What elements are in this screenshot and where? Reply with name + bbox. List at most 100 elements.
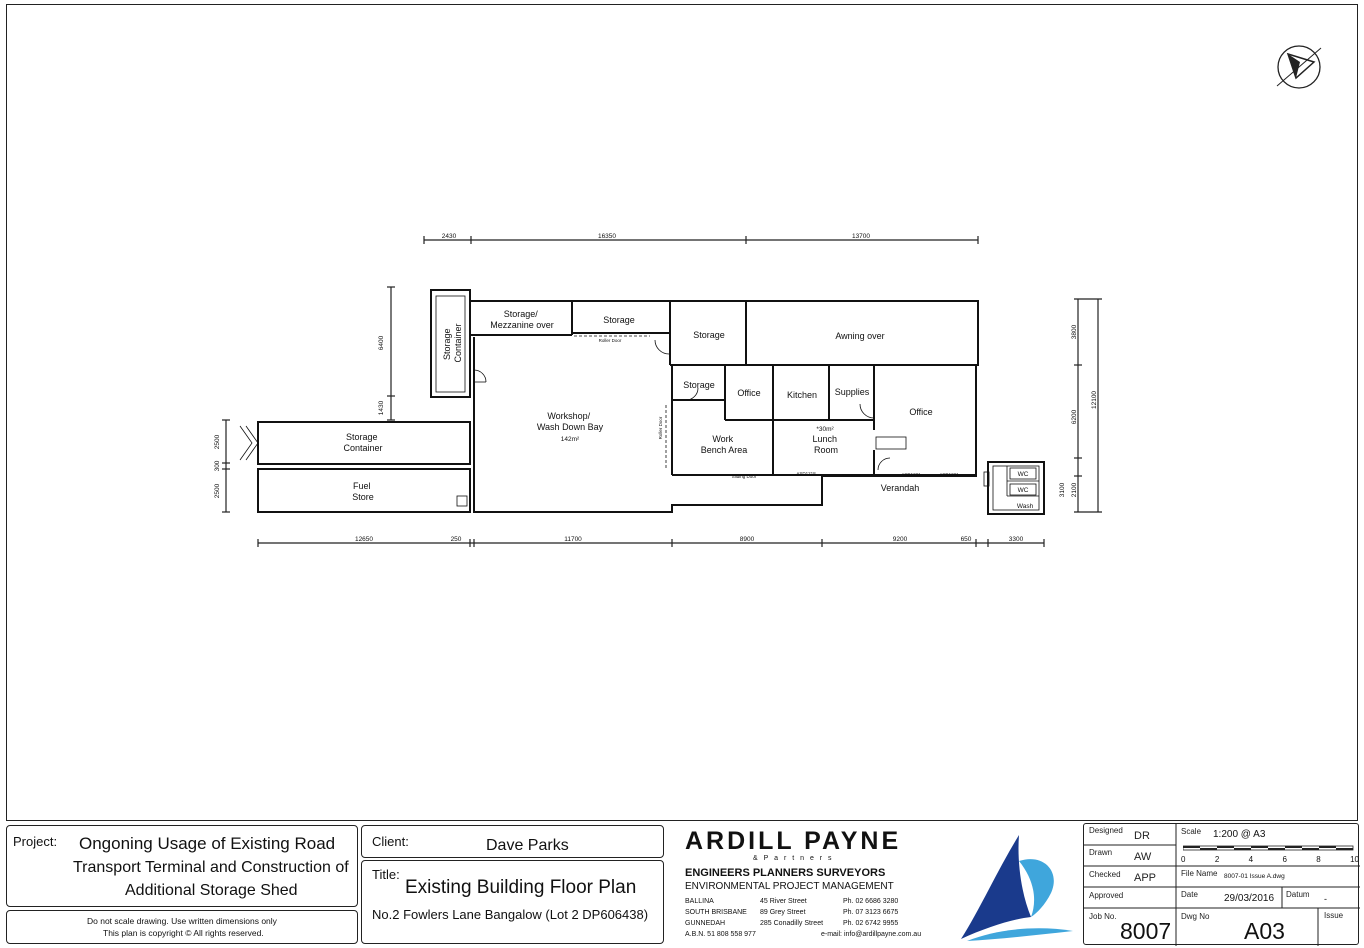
company-name: ARDILL PAYNE xyxy=(685,827,902,855)
company-email: e-mail: info@ardillpayne.com.au xyxy=(821,931,922,938)
offices-list: BALLINA 45 River Street Ph. 02 6686 3280… xyxy=(685,896,921,940)
asd-label-4: ASD1221 xyxy=(939,472,959,477)
dim-right-4: 3100 xyxy=(1059,482,1066,497)
dim-bottom-4: 8900 xyxy=(740,536,755,543)
dim-bottom-3: 11700 xyxy=(564,536,582,543)
client-name: Dave Parks xyxy=(486,837,569,854)
office-row: BALLINA 45 River Street Ph. 02 6686 3280 xyxy=(685,896,921,907)
office-phone: Ph. 07 3123 6675 xyxy=(843,909,899,916)
dim-right-3: 12100 xyxy=(1091,391,1098,409)
office-town: SOUTH BRISBANE xyxy=(685,909,747,916)
disclaimer-line-1: Do not scale drawing. Use written dimens… xyxy=(87,916,277,926)
work-bench-label: Work Bench Area xyxy=(701,434,748,455)
kitchen-label: Kitchen xyxy=(787,390,817,400)
storage-container-h-label: Storage Container xyxy=(343,432,382,453)
office-street: 285 Conadilly Street xyxy=(760,920,824,927)
sail-logo-icon xyxy=(961,835,1073,941)
office-row: SOUTH BRISBANE 89 Grey Street Ph. 07 312… xyxy=(685,907,921,918)
datum-value: - xyxy=(1324,894,1327,904)
scale-ticks: 0 2 4 6 8 10 xyxy=(1181,855,1359,864)
roller-door-label: Roller Door xyxy=(599,338,622,343)
asd-label-3: ASD1221 xyxy=(901,472,921,477)
dim-right-5: 2100 xyxy=(1071,482,1078,497)
sliding-door-label: Sliding Door xyxy=(732,474,757,479)
fuel-store-label: Fuel Store xyxy=(352,481,374,502)
wc-2-label: WC xyxy=(1018,487,1029,494)
dim-top-2: 16350 xyxy=(598,233,616,240)
office-street: 89 Grey Street xyxy=(760,909,806,916)
disclaimer-box: Do not scale drawing. Use written dimens… xyxy=(6,910,358,944)
dim-top-3: 13700 xyxy=(852,233,870,240)
checked-value: APP xyxy=(1134,872,1157,884)
floor-plan: Storage Container Storage/ Mezzanine ove… xyxy=(214,233,1102,547)
company-services-2: ENVIRONMENTAL PROJECT MANAGEMENT xyxy=(685,881,894,892)
approved-label: Approved xyxy=(1089,891,1124,900)
title-label: Title: xyxy=(372,867,400,882)
date-label: Date xyxy=(1181,890,1198,899)
scale-tick: 6 xyxy=(1282,855,1287,864)
title-box: Title: Existing Building Floor Plan No.2… xyxy=(361,860,664,944)
drawing-title: Existing Building Floor Plan xyxy=(405,877,637,898)
drawn-value: AW xyxy=(1134,851,1152,863)
details-box: Designed DR Drawn AW Checked APP Approve… xyxy=(1083,823,1360,946)
office-row: A.B.N. 51 808 558 977 e-mail: info@ardil… xyxy=(685,929,921,940)
dim-bottom-6: 650 xyxy=(961,536,972,543)
office-town: GUNNEDAH xyxy=(685,920,726,927)
scale-tick: 2 xyxy=(1214,855,1220,864)
dim-right-2: 6200 xyxy=(1071,409,1078,424)
company-abn: A.B.N. 51 808 558 977 xyxy=(685,931,756,938)
company-services-1: ENGINEERS PLANNERS SURVEYORS xyxy=(685,867,886,879)
date-value: 29/03/2016 xyxy=(1224,893,1275,904)
lunch-area: *30m² xyxy=(816,426,834,433)
disclaimer-line-2: This plan is copyright © All rights rese… xyxy=(103,928,264,938)
company-block: ARDILL PAYNE & P a r t n e r s ENGINEERS… xyxy=(667,823,1080,945)
sheet-border xyxy=(6,4,1358,821)
asd-label-2: ASD1218 xyxy=(841,473,861,478)
project-label: Project: xyxy=(13,834,58,849)
dim-left-3: 2500 xyxy=(214,434,221,449)
dim-bottom-2: 250 xyxy=(451,536,462,543)
north-arrow-icon xyxy=(1276,45,1322,89)
dim-bottom-1: 12650 xyxy=(355,536,373,543)
file-label: File Name xyxy=(1181,869,1218,878)
scale-bar xyxy=(1183,845,1354,851)
scale-tick: 10 xyxy=(1350,855,1359,864)
job-label: Job No. xyxy=(1089,912,1117,921)
workshop-label: Workshop/ Wash Down Bay xyxy=(537,411,604,432)
project-line-3: Additional Storage Shed xyxy=(125,882,298,899)
office-phone: Ph. 02 6742 9955 xyxy=(843,920,899,927)
storage-top-label: Storage xyxy=(603,315,635,325)
drawn-label: Drawn xyxy=(1089,848,1113,857)
verandah-label: Verandah xyxy=(881,483,920,493)
office-phone: Ph. 02 6686 3280 xyxy=(843,898,899,905)
dim-left-1: 6400 xyxy=(378,335,385,350)
storage-container-v-label: Storage Container xyxy=(442,323,463,362)
storage-right-label: Storage xyxy=(693,330,725,340)
asd-label-1: ASD1218 xyxy=(796,471,816,476)
office-small-label: Office xyxy=(737,388,760,398)
scale-tick: 0 xyxy=(1181,855,1186,864)
dim-left-2: 1430 xyxy=(378,400,385,415)
scale-tick: 8 xyxy=(1316,855,1321,864)
storage-small-label: Storage xyxy=(683,380,715,390)
project-line-1: Ongoning Usage of Existing Road xyxy=(79,834,336,853)
dim-left-4: 300 xyxy=(214,460,221,471)
dim-bottom-7: 3300 xyxy=(1009,536,1024,543)
dwg-value: A03 xyxy=(1244,918,1285,944)
lunch-label: Lunch Room xyxy=(812,434,839,455)
datum-label: Datum xyxy=(1286,890,1310,899)
office-row: GUNNEDAH 285 Conadilly Street Ph. 02 674… xyxy=(685,918,921,929)
job-value: 8007 xyxy=(1120,918,1172,944)
checked-label: Checked xyxy=(1089,870,1121,879)
issue-label: Issue xyxy=(1324,911,1344,920)
dim-bottom-5: 9200 xyxy=(893,536,908,543)
scale-tick: 4 xyxy=(1248,855,1254,864)
awning-label: Awning over xyxy=(835,331,884,341)
dwg-label: Dwg No xyxy=(1181,912,1210,921)
client-label: Client: xyxy=(372,834,409,849)
dim-right-1: 3800 xyxy=(1071,324,1078,339)
dim-top-1: 2430 xyxy=(442,233,457,240)
file-value: 8007-01 Issue A.dwg xyxy=(1224,873,1285,880)
office-street: 45 River Street xyxy=(760,898,807,905)
